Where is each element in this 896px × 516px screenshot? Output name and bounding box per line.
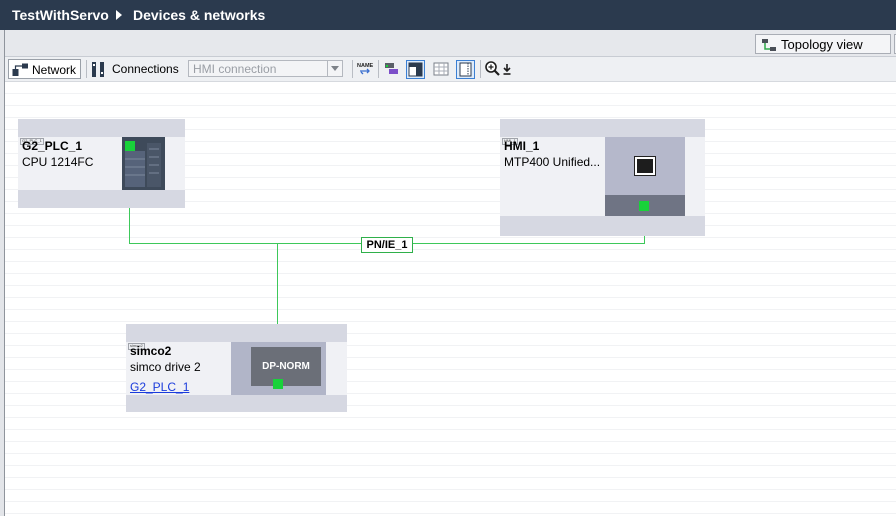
connections-button[interactable]: Connections — [112, 62, 179, 76]
svg-text:NAME: NAME — [357, 63, 374, 69]
toolbar-divider — [352, 60, 353, 78]
device-type: MTP400 Unified... — [504, 155, 601, 169]
toolbar-divider — [480, 60, 481, 78]
device-tag: simco2 — [128, 343, 145, 350]
breadcrumb-project[interactable]: TestWithServo — [12, 7, 109, 23]
show-names-button[interactable]: NAME — [356, 60, 375, 79]
drive-port-wire — [277, 243, 278, 381]
network-toolbar: Network Connections HMI connection NAME — [5, 57, 896, 82]
plc-port-wire — [129, 190, 130, 244]
view-bar: Topology view — [5, 30, 896, 57]
name-icon: NAME — [357, 63, 374, 75]
device-plc[interactable]: G2_PLC_1 G2_PLC_1 CPU 1214FC — [18, 119, 185, 208]
subnet-label[interactable]: PN/IE_1 — [361, 237, 413, 253]
download-icon — [503, 64, 511, 75]
grid-button[interactable] — [432, 60, 451, 79]
device-name[interactable]: simco2 — [130, 344, 172, 358]
toolbar-divider — [86, 60, 87, 78]
breadcrumb-separator-icon — [116, 10, 122, 20]
highlight-icon — [408, 62, 423, 77]
topology-view-button[interactable]: Topology view — [755, 34, 891, 54]
device-tag: G2_PLC_1 — [20, 138, 44, 145]
network-icon — [12, 63, 28, 76]
chevron-down-icon — [327, 61, 342, 76]
zoom-options-button[interactable] — [501, 60, 514, 79]
network-button[interactable]: Network — [8, 59, 81, 79]
assigned-controller-link[interactable]: G2_PLC_1 — [130, 380, 190, 394]
device-name[interactable]: HMI_1 — [504, 139, 540, 153]
zoom-in-button[interactable] — [484, 60, 503, 79]
zoom-in-icon — [485, 61, 500, 76]
hmi-screen-icon — [634, 156, 656, 176]
device-tag: HMI_1 — [502, 138, 518, 145]
page-break-button[interactable] — [456, 60, 475, 79]
page-break-icon — [459, 62, 472, 77]
device-hmi[interactable]: HMI_1 HMI_1 MTP400 Unified... — [500, 119, 705, 236]
title-bar: TestWithServo Devices & networks — [0, 0, 896, 30]
topology-view-label: Topology view — [781, 37, 863, 52]
left-rail — [0, 30, 5, 516]
network-view-tab-edge[interactable] — [894, 34, 896, 54]
connection-type-value: HMI connection — [193, 62, 277, 76]
plc-profinet-port[interactable] — [125, 141, 135, 151]
address-icon — [385, 63, 398, 74]
network-label: Network — [32, 63, 77, 77]
connection-type-select[interactable]: HMI connection — [188, 60, 343, 77]
show-address-button[interactable] — [383, 60, 402, 79]
device-type: CPU 1214FC — [22, 155, 94, 169]
highlight-button[interactable] — [406, 60, 425, 79]
device-type: simco drive 2 — [130, 360, 201, 374]
drive-profinet-port[interactable] — [273, 379, 283, 389]
connections-icon[interactable] — [92, 62, 104, 77]
breadcrumb-section: Devices & networks — [133, 7, 266, 23]
topology-icon — [762, 39, 776, 51]
hmi-profinet-port[interactable] — [639, 201, 649, 211]
device-name[interactable]: G2_PLC_1 — [22, 139, 83, 153]
grid-icon — [433, 62, 449, 76]
toolbar-divider — [378, 60, 379, 78]
device-drive[interactable]: simco2 simco2 simco drive 2 G2_PLC_1 DP-… — [126, 324, 347, 412]
drive-module-label: DP-NORM — [251, 347, 321, 386]
